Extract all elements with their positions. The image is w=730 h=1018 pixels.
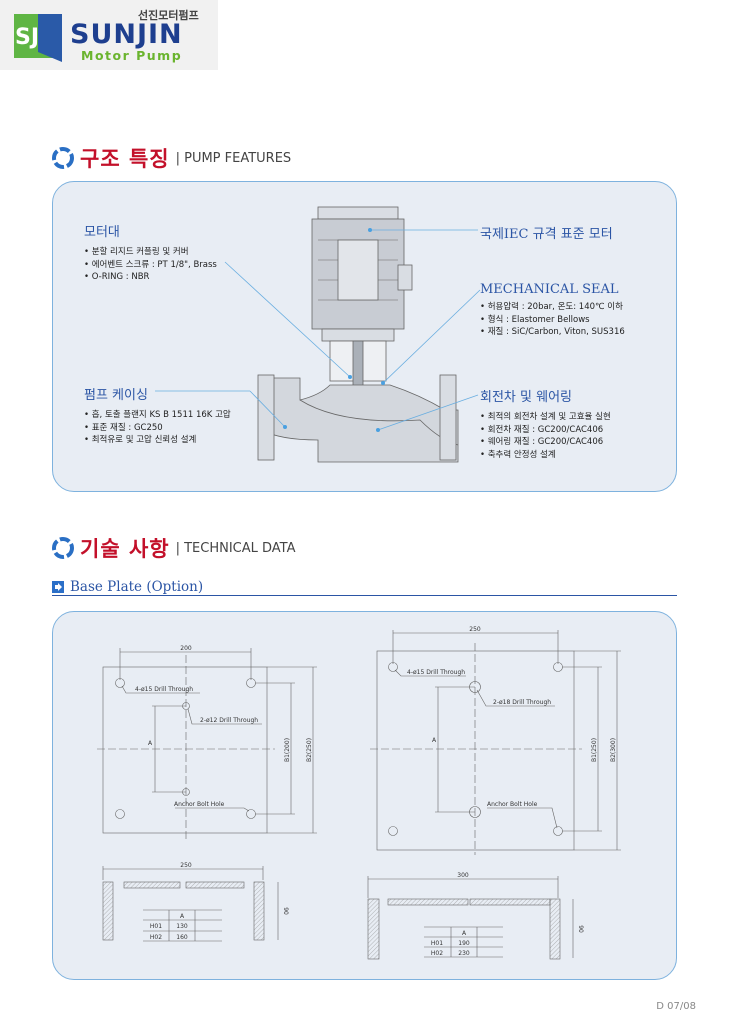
- table-cell: 190: [458, 940, 470, 947]
- feature-motor-base: 모터대 분할 리지드 커플링 및 커버 에어벤트 스크류 : PT 1/8", …: [84, 221, 217, 284]
- page-number: D 07/08: [656, 1001, 696, 1012]
- table-cell: 230: [458, 950, 470, 957]
- dim-height: 90: [282, 907, 289, 915]
- dim-height: 90: [577, 925, 584, 933]
- table-cell: H02: [431, 950, 443, 957]
- feature-pump-casing: 펌프 케이싱 흡, 토출 플랜지 KS B 1511 16K 고압 표준 재질 …: [84, 384, 231, 447]
- table-cell: H01: [431, 940, 443, 947]
- table-cell: H01: [150, 923, 162, 930]
- section-title-features: 구조 특징 | PUMP FEATURES: [52, 143, 291, 173]
- drill-4-label: 4-ø15 Drill Through: [135, 686, 193, 693]
- sunjin-logo-mark: SJ: [14, 14, 62, 62]
- subsection-base-plate: Base Plate (Option): [52, 579, 677, 596]
- table-header: A: [180, 913, 185, 920]
- swirl-icon: [52, 147, 74, 169]
- drill-4-label: 4-ø15 Drill Through: [407, 669, 465, 676]
- dim-side-width: 300: [457, 872, 469, 879]
- drill-2-label: 2-ø12 Drill Through: [200, 717, 258, 724]
- logo-sub: Motor Pump: [81, 48, 183, 63]
- drill-2-label: 2-ø18 Drill Through: [493, 699, 551, 706]
- dim-b2: B2(250): [306, 738, 313, 762]
- dim-a: A: [148, 740, 153, 747]
- large-plate-side: [367, 876, 574, 960]
- section-title-technical: 기술 사항 | TECHNICAL DATA: [52, 533, 296, 563]
- feature-iec-motor: 국제IEC 규격 표준 모터: [480, 227, 613, 242]
- table-cell: 160: [176, 934, 188, 941]
- table-header: A: [462, 930, 467, 937]
- logo-korean: 선진모터펌프: [138, 9, 199, 22]
- anchor-label: Anchor Bolt Hole: [487, 801, 538, 808]
- table-cell: 130: [176, 923, 188, 930]
- large-plate-plan: [370, 630, 621, 855]
- swirl-icon: [52, 537, 74, 559]
- arrow-right-box-icon: [52, 581, 64, 593]
- small-plate-plan: [97, 648, 317, 840]
- table-cell: H02: [150, 934, 162, 941]
- company-logo: SJ 선진모터펌프 SUNJIN Motor Pump: [0, 0, 218, 70]
- svg-text:SJ: SJ: [15, 25, 39, 50]
- anchor-label: Anchor Bolt Hole: [174, 801, 225, 808]
- dim-b2: B2(300): [610, 738, 617, 762]
- feature-mechanical-seal: MECHANICAL SEAL 허용압력 : 20bar, 온도: 140℃ 이…: [480, 282, 625, 339]
- hole: [115, 678, 256, 819]
- feature-impeller: 회전차 및 웨어링 최적의 회전차 설계 및 고효율 실현 회전차 재질 : G…: [480, 386, 611, 461]
- dim-b1: B1(200): [284, 738, 291, 762]
- dim-width: 200: [180, 645, 192, 652]
- logo-brand: SUNJIN: [70, 19, 183, 50]
- dim-a: A: [432, 737, 437, 744]
- small-plate-side: [102, 866, 279, 942]
- dim-side-width: 250: [180, 862, 192, 869]
- dim-width: 250: [469, 626, 481, 633]
- pump-cross-section-drawing: [155, 206, 481, 463]
- dim-b1: B1(250): [591, 738, 598, 762]
